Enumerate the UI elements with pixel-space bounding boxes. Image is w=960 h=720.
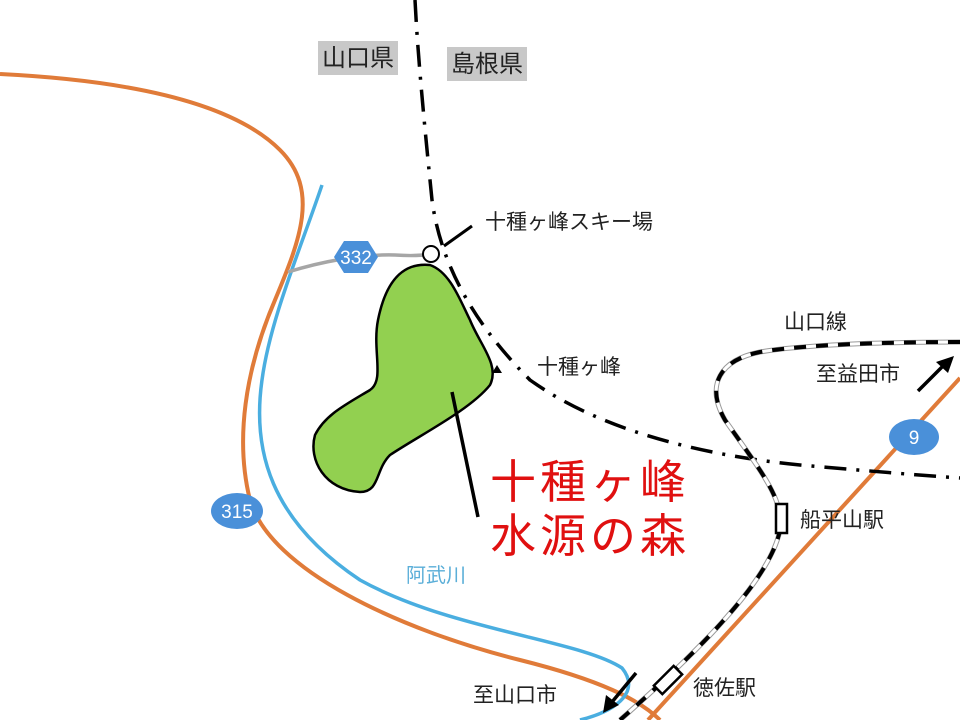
peak-label: 十種ヶ峰	[537, 355, 621, 379]
to-yamaguchi-arrowhead-icon	[603, 695, 619, 713]
rail-line-label: 山口線	[784, 310, 847, 334]
tokusa-station-icon	[652, 664, 684, 696]
route-315-number: 315	[221, 502, 253, 523]
route-332-number: 332	[340, 248, 372, 269]
forest-title-line1: 十種ヶ峰	[490, 455, 690, 509]
prefecture-label-yamaguchi: 山口県	[318, 41, 398, 75]
prefecture-label-shimane: 島根県	[447, 47, 527, 81]
forest-leader	[450, 391, 480, 518]
forest-title-line2: 水源の森	[490, 509, 690, 564]
peak-marker-icon	[492, 365, 502, 373]
funahirayama-station-icon	[774, 502, 789, 535]
ski-resort-label: 十種ヶ峰スキー場	[485, 210, 653, 234]
to-masuda-label: 至益田市	[816, 362, 900, 386]
yamaguchi-line-railway	[618, 340, 960, 720]
route-315-shield: 315	[211, 493, 263, 529]
abu-river-label: 阿武川	[406, 563, 466, 587]
forest-area	[312, 263, 494, 494]
route-315-road	[0, 72, 662, 720]
to-yamaguchi-arrow	[610, 671, 638, 704]
route-332-road	[287, 252, 431, 274]
ski-resort-leader	[443, 224, 473, 248]
route-9-shield: 9	[889, 419, 939, 455]
tokusa-station-label: 徳佐駅	[693, 676, 756, 700]
to-yamaguchi-label: 至山口市	[473, 683, 557, 707]
forest-title: 十種ヶ峰 水源の森	[490, 455, 690, 564]
ski-resort-marker	[422, 245, 440, 263]
to-masuda-arrow	[916, 362, 947, 393]
funahirayama-station-label: 船平山駅	[800, 508, 884, 532]
prefecture-border	[413, 0, 960, 480]
to-masuda-arrowhead-icon	[936, 356, 954, 373]
route-332-shield: 332	[334, 241, 378, 273]
route-9-number: 9	[909, 428, 920, 449]
abu-river	[257, 184, 631, 720]
